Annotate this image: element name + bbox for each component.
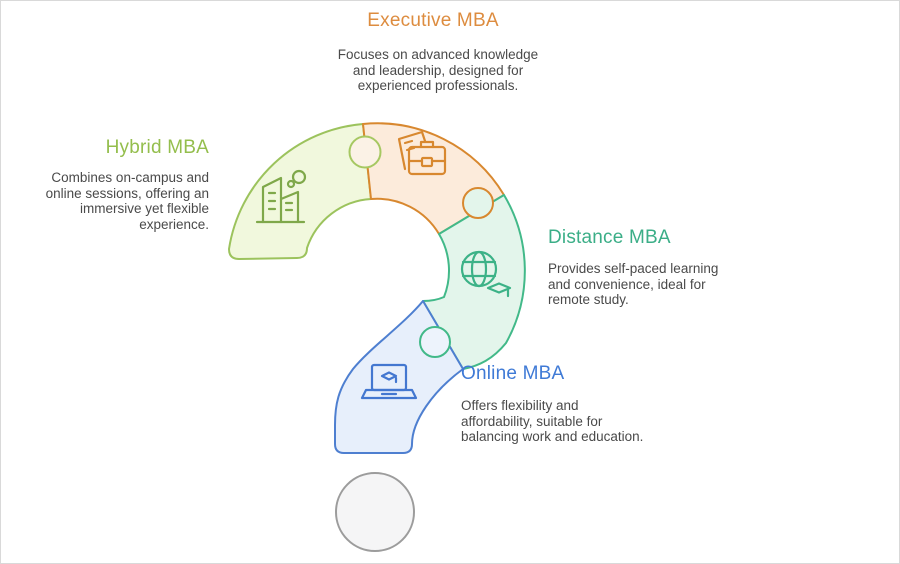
section-distance-desc: Provides self-paced learning and conveni… bbox=[548, 255, 778, 308]
distance-title: Distance MBA bbox=[548, 227, 671, 248]
briefcase-documents-icon bbox=[397, 130, 447, 176]
executive-description: Focuses on advanced knowledge and leader… bbox=[337, 47, 539, 93]
executive-title: Executive MBA bbox=[367, 10, 499, 31]
section-distance: Distance MBA bbox=[548, 227, 778, 249]
puzzle-knob-executive-distance bbox=[462, 187, 494, 219]
section-executive-desc: Focuses on advanced knowledge and leader… bbox=[313, 41, 563, 94]
hybrid-title: Hybrid MBA bbox=[105, 137, 209, 158]
globe-graduation-icon bbox=[460, 250, 512, 298]
section-hybrid: Hybrid MBA bbox=[1, 137, 209, 159]
online-title: Online MBA bbox=[461, 363, 565, 384]
city-buildings-icon bbox=[255, 169, 307, 224]
section-hybrid-desc: Combines on-campus and online sessions, … bbox=[9, 164, 209, 232]
section-online-desc: Offers flexibility and affordability, su… bbox=[461, 392, 701, 445]
puzzle-knob-distance-online bbox=[419, 326, 451, 358]
section-executive: Executive MBA bbox=[308, 10, 558, 32]
distance-description: Provides self-paced learning and conveni… bbox=[548, 261, 719, 307]
puzzle-knob-hybrid-executive bbox=[348, 135, 382, 169]
section-online: Online MBA bbox=[461, 363, 701, 385]
laptop-graduation-icon bbox=[360, 363, 418, 400]
puzzle-piece-hybrid bbox=[228, 123, 372, 260]
online-description: Offers flexibility and affordability, su… bbox=[461, 398, 644, 444]
question-mark-dot bbox=[335, 472, 415, 552]
hybrid-description: Combines on-campus and online sessions, … bbox=[45, 170, 209, 232]
